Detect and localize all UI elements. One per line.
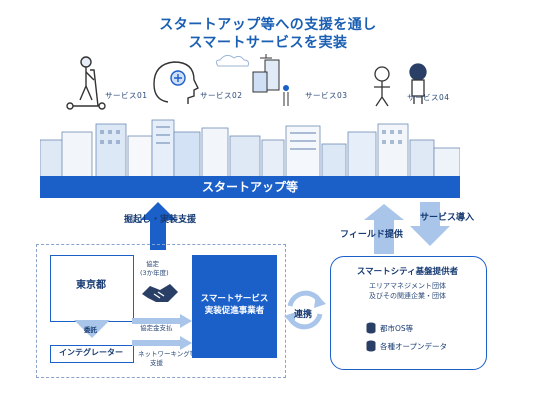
drone-building-icon (252, 54, 289, 106)
up-arrow-left (140, 202, 176, 250)
promoter-box (192, 255, 277, 358)
promoter-line-1: スマートサービス (200, 294, 269, 304)
service-01-label: サービス01 (105, 91, 148, 100)
handshake-icon (142, 284, 178, 302)
agreement-label: 協定 (146, 260, 159, 268)
provider-item-open-data: 各種オープンデータ (380, 342, 448, 351)
tokyo-group-box (36, 244, 286, 378)
arrows-layer (140, 202, 450, 254)
provider-sub-2: 及びその関連企業・団体 (369, 292, 446, 300)
service-introduction-label: サービス導入 (420, 213, 475, 223)
service-02-label: サービス02 (200, 91, 243, 100)
robot-icon (374, 63, 427, 107)
up-arrow-middle (364, 204, 404, 254)
database-icon (366, 340, 376, 352)
integrator-label: インテグレーター (59, 348, 123, 357)
provider-title: スマートシティ基盤提供者 (356, 267, 459, 277)
support-label: 掘起し・実装支援 (124, 215, 197, 225)
provider-sub-1: エリアマネジメント団体 (369, 282, 446, 290)
consignment-label: 委託 (84, 326, 97, 334)
provider-item-city-os: 都市OS等 (380, 324, 414, 333)
networking-label: ネットワーキング等 (138, 350, 197, 358)
tokyo-label: 東京都 (76, 280, 106, 291)
subsidy-arrow (132, 314, 192, 328)
collaboration-cycle-icon (284, 290, 326, 330)
cloud-icon (215, 54, 249, 67)
city-illustration (40, 54, 460, 178)
networking-arrow (132, 336, 192, 350)
service-03-label: サービス03 (305, 91, 348, 100)
promoter-label: スマートサービス 実装促進事業者 (192, 293, 277, 317)
collaboration-label: 連携 (294, 310, 313, 320)
service-04-label: サービス04 (407, 93, 450, 102)
database-icon (366, 322, 376, 334)
ai-brain-icon (153, 61, 199, 104)
skyline (40, 119, 460, 178)
startup-banner: スタートアップ等 (40, 176, 460, 198)
subsidy-label: 協定金支払 (140, 324, 173, 332)
promoter-line-2: 実装促進事業者 (204, 306, 265, 316)
title-line-2: スマートサービスを実装 (188, 35, 348, 51)
kick-scooter-icon (66, 56, 106, 110)
field-provision-label: フィールド提供 (340, 230, 403, 240)
provider-box (330, 256, 487, 370)
consignment-arrow (74, 320, 110, 338)
title-line-1: スタートアップ等への支援を通し (159, 17, 377, 33)
down-arrow-right (410, 202, 450, 246)
integrator-box (50, 345, 134, 363)
networking-label-2: 支援 (150, 359, 163, 367)
agreement-period: (3か年度) (140, 269, 169, 277)
